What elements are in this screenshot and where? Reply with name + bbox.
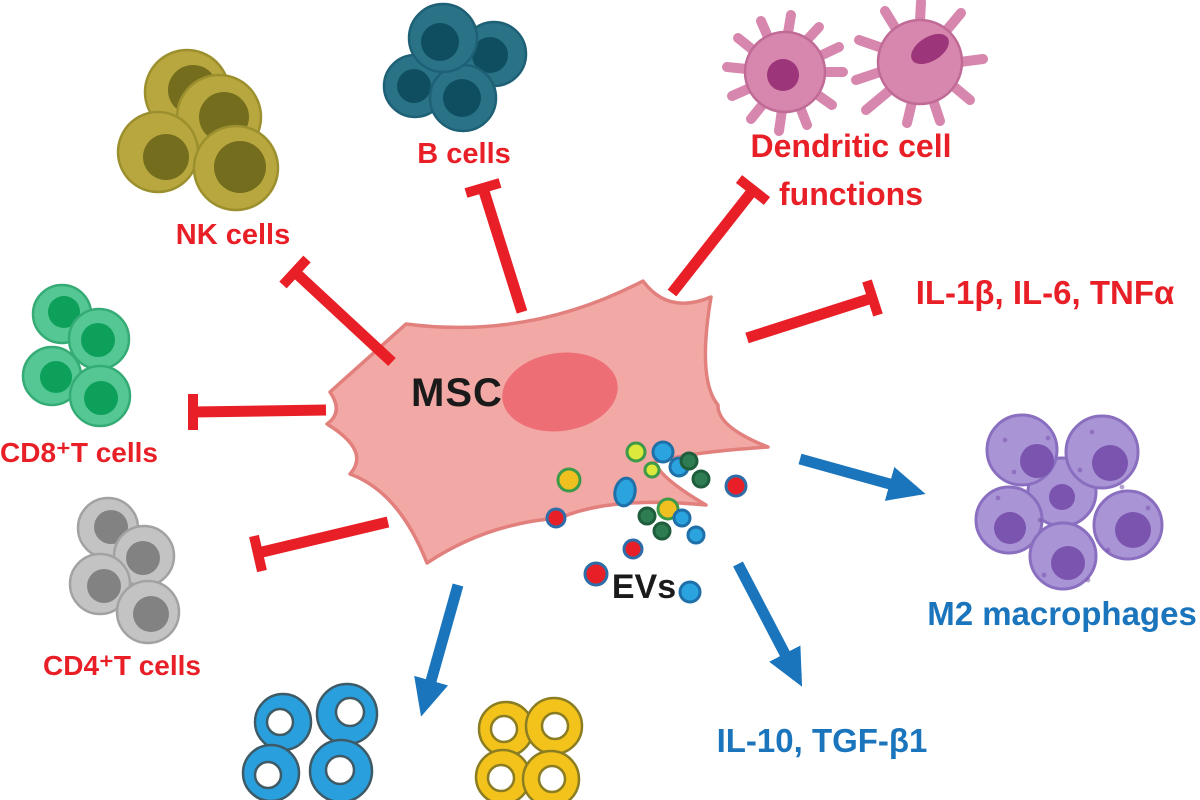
blue-cells-cluster bbox=[241, 682, 379, 800]
yellow-cells-cluster bbox=[474, 696, 584, 800]
nk-cells-label: NK cells bbox=[175, 219, 291, 251]
inhibition-tbar-dendritic bbox=[667, 175, 771, 297]
pro-inflammatory-cytokines-label: IL-1β, IL-6, TNFα bbox=[915, 274, 1175, 311]
promotion-arrow-bottom-cells bbox=[414, 583, 464, 717]
m2-macrophages-cluster bbox=[974, 413, 1164, 591]
promotion-arrow-m2 bbox=[798, 453, 926, 501]
promotion-arrow-il10 bbox=[733, 561, 803, 687]
dendritic-label-line2: functions bbox=[779, 176, 923, 212]
cd8-t-cells-cluster bbox=[21, 283, 132, 428]
dendritic-label-line1: Dendritic cell bbox=[750, 128, 952, 164]
m2-macrophages-label: M2 macrophages bbox=[927, 595, 1197, 632]
inhibition-tbar-cd8 bbox=[188, 394, 327, 430]
msc-nucleus bbox=[502, 352, 618, 432]
inhibition-tbar-cd4 bbox=[249, 516, 390, 573]
b-cells-cluster bbox=[382, 2, 528, 133]
cd4-t-cells-label: CD4⁺T cells bbox=[43, 650, 201, 681]
cd4-t-cells-cluster bbox=[68, 496, 181, 645]
anti-inflammatory-cytokines-label: IL-10, TGF-β1 bbox=[716, 722, 928, 759]
inhibition-tbar-b-cells bbox=[464, 178, 528, 314]
inhibition-tbar-cytokines bbox=[745, 279, 883, 344]
msc-label: MSC bbox=[411, 371, 503, 415]
evs-vesicles bbox=[545, 440, 748, 604]
evs-label: EVs bbox=[611, 568, 677, 606]
nk-cells-cluster bbox=[116, 48, 280, 212]
inhibition-tbar-nk bbox=[279, 255, 396, 367]
dendritic-cells bbox=[722, 0, 988, 136]
b-cells-label: B cells bbox=[417, 138, 511, 170]
msc-cell bbox=[325, 279, 770, 565]
cd8-t-cells-label: CD8⁺T cells bbox=[0, 437, 158, 468]
